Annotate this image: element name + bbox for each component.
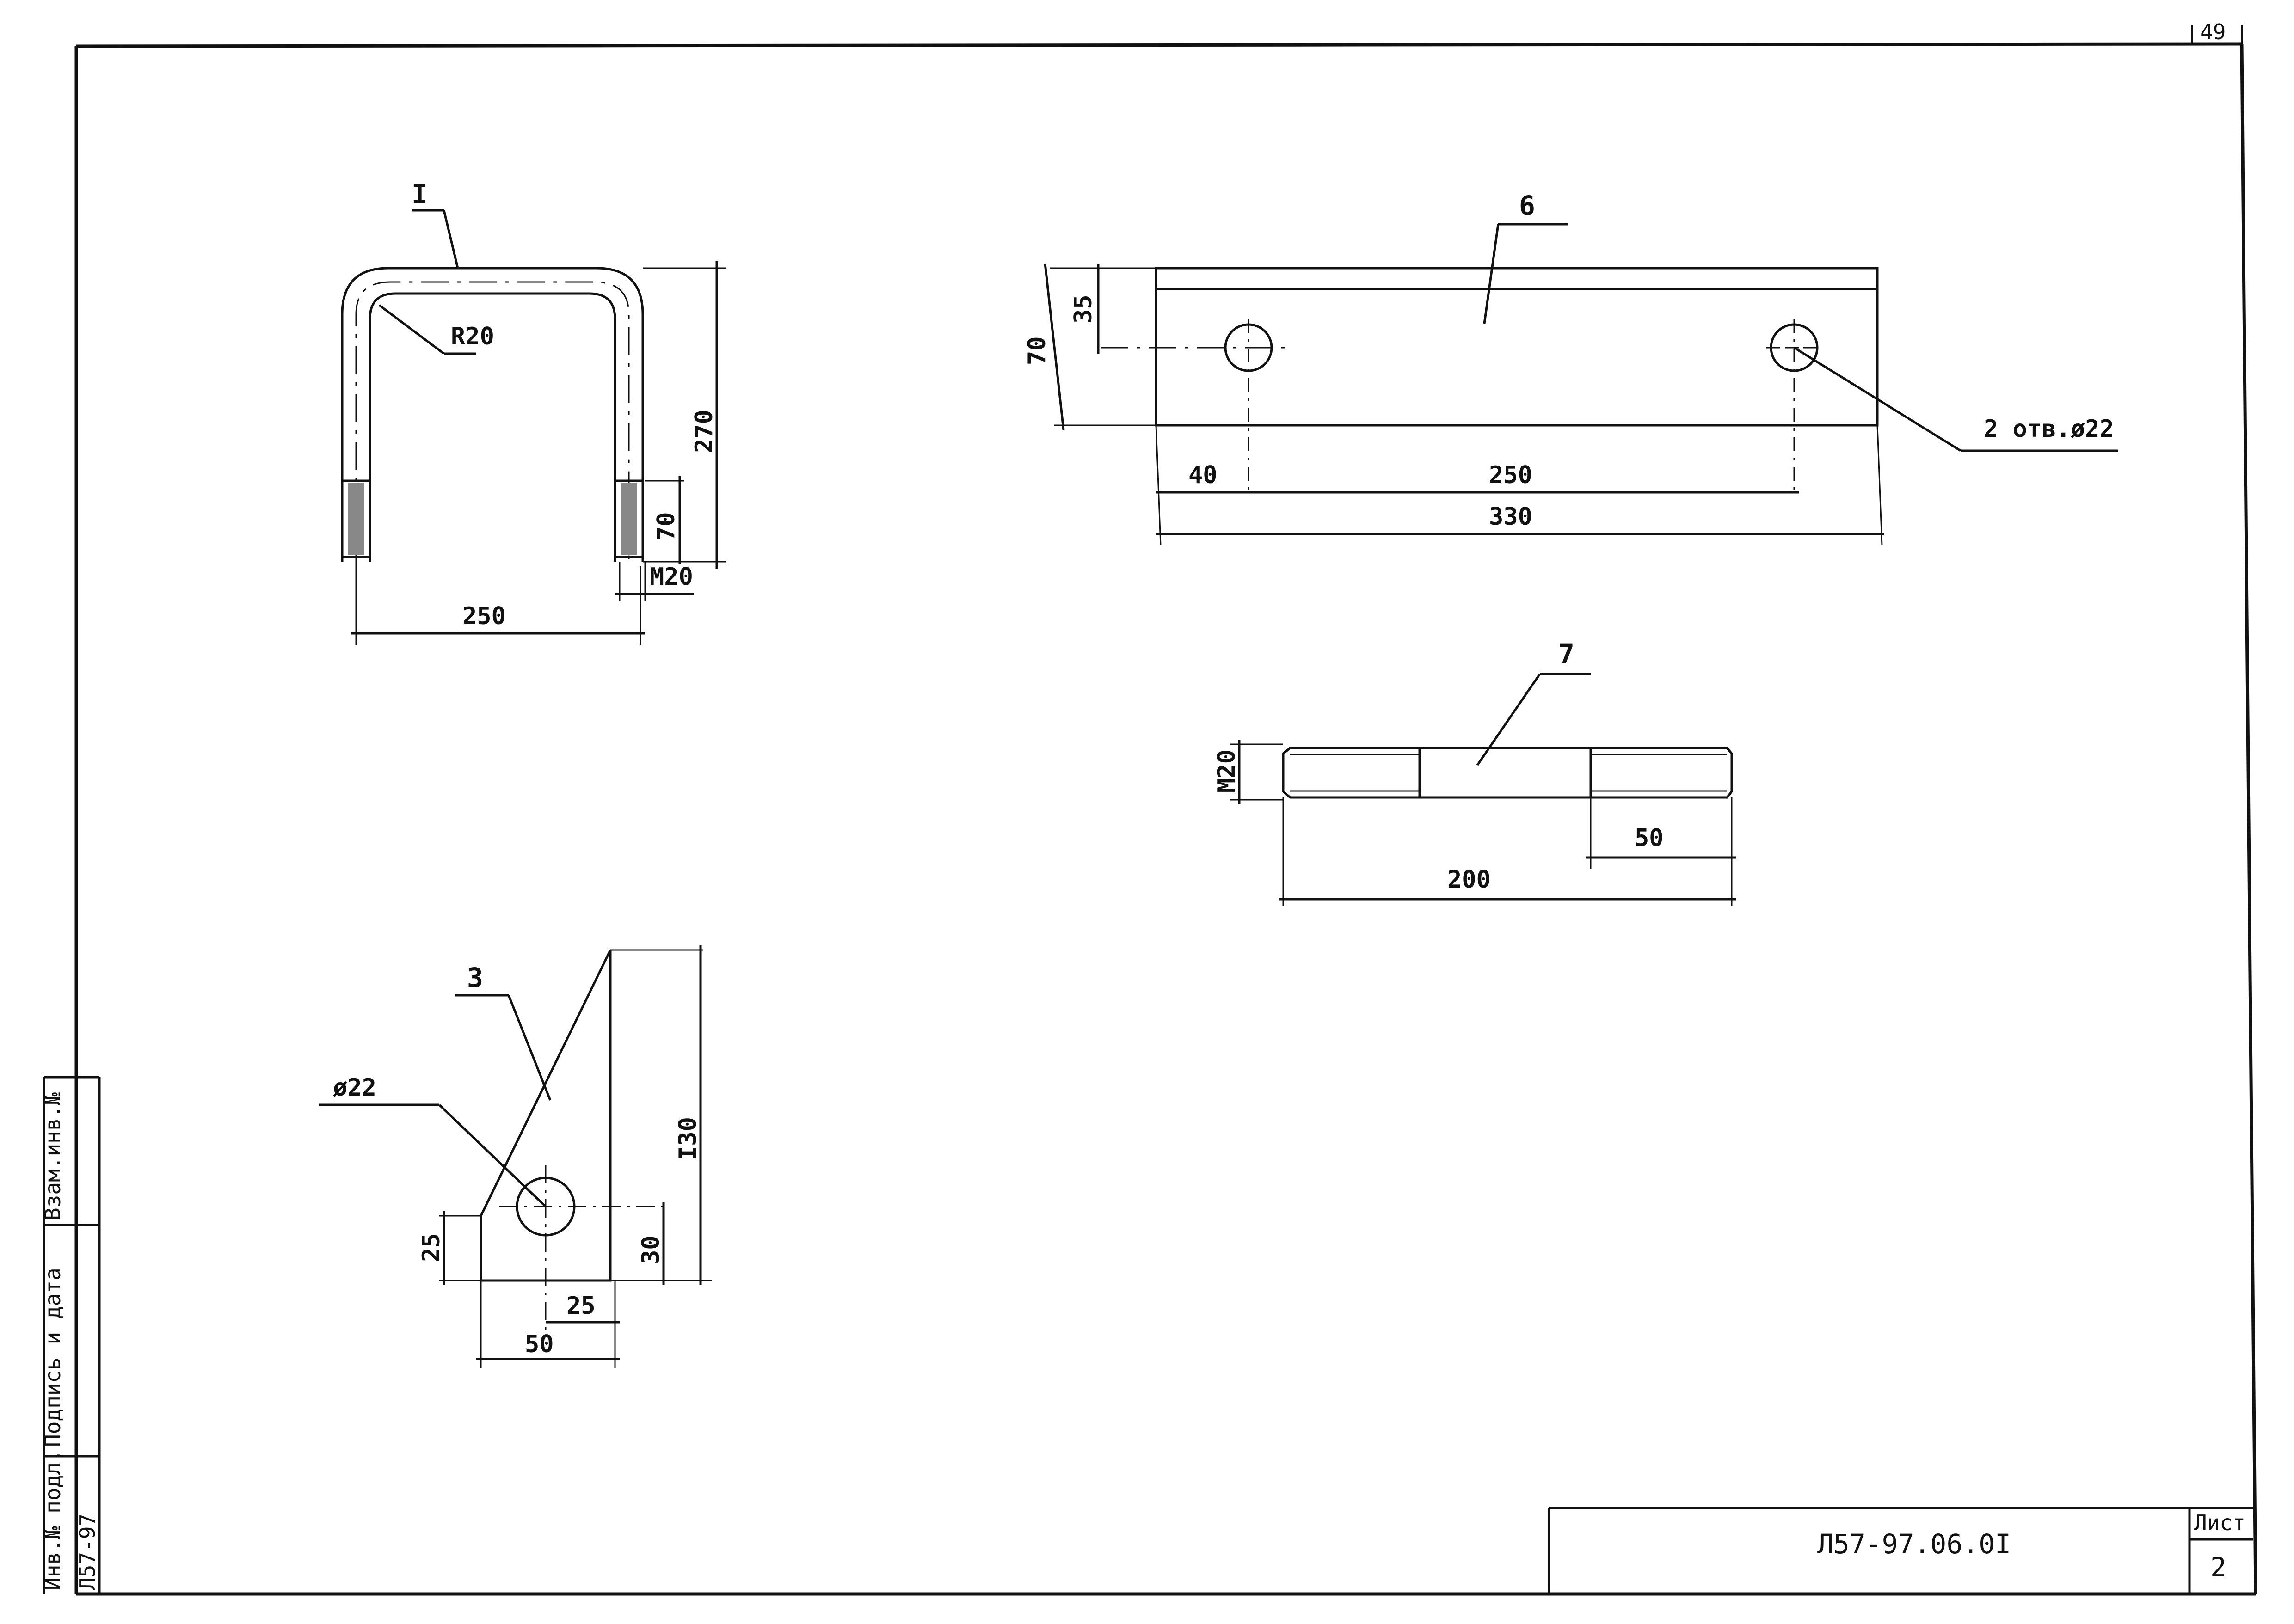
u-bolt-callout: I xyxy=(412,178,428,210)
sheet-label: Лист xyxy=(2194,1510,2245,1535)
gusset-height-label: I30 xyxy=(674,1117,702,1160)
stamp-podpis-data: Подпись и дата xyxy=(40,1268,65,1447)
stamp-inv-podl: Инв.№ подл. xyxy=(40,1449,65,1590)
page-number: 49 xyxy=(2200,19,2226,44)
stamp-vzam-inv: Взам.инв.№ xyxy=(40,1092,65,1220)
gusset-drawing xyxy=(319,945,712,1368)
u-bolt-drawing xyxy=(341,209,726,645)
stud-length-label: 200 xyxy=(1447,866,1491,894)
plate-length-label: 330 xyxy=(1489,503,1532,531)
plate-hole-spacing-label: 250 xyxy=(1489,461,1532,489)
u-bolt-radius-label: R20 xyxy=(451,323,494,350)
gusset-hole-label: ø22 xyxy=(333,1074,376,1102)
stud-thread-length-label: 50 xyxy=(1635,824,1664,852)
u-bolt-height-label: 270 xyxy=(690,410,718,453)
stamp-ref: Л57-97 xyxy=(75,1514,100,1590)
u-bolt-width-label: 250 xyxy=(462,602,506,630)
drawing-code: Л57-97.06.0I xyxy=(1817,1528,2011,1560)
u-bolt-thread-length-label: 70 xyxy=(652,512,680,541)
title-block xyxy=(1548,1507,2253,1594)
gusset-callout: 3 xyxy=(467,962,483,993)
stud-thread-dia-label: M20 xyxy=(1213,749,1241,793)
u-bolt-thread-dia-label: M20 xyxy=(650,563,693,591)
plate-callout: 6 xyxy=(1519,190,1535,221)
margin-stamp xyxy=(43,1076,101,1594)
stud-callout: 7 xyxy=(1558,638,1574,670)
plate-drawing xyxy=(1044,223,2118,546)
plate-height-label: 70 xyxy=(1023,336,1051,365)
gusset-width-label: 50 xyxy=(525,1330,554,1358)
gusset-hole-height-left-label: 25 xyxy=(418,1233,445,1262)
gusset-hole-height-right-label: 30 xyxy=(637,1235,665,1264)
gusset-hole-offset-label: 25 xyxy=(566,1292,596,1320)
plate-hole-offset-v-label: 35 xyxy=(1070,294,1097,324)
sheet-frame xyxy=(74,25,2257,1596)
stud-drawing xyxy=(1230,673,1736,906)
plate-holes-note: 2 отв.ø22 xyxy=(1984,415,2114,443)
sheet-number: 2 xyxy=(2210,1551,2226,1583)
plate-hole-offset-h-label: 40 xyxy=(1188,461,1218,489)
